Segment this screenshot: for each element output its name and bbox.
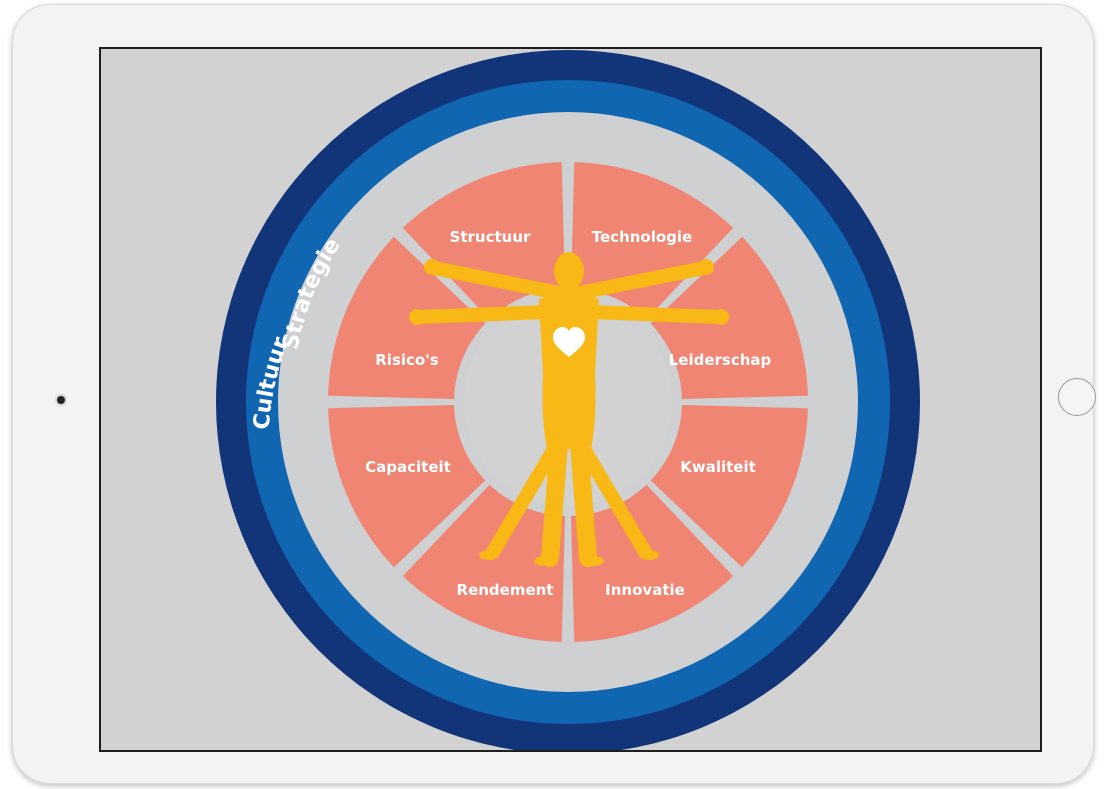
segment-label-kwaliteit: Kwaliteit (680, 458, 756, 476)
segment-label-structuur: Structuur (450, 228, 531, 246)
segment-label-leiderschap: Leiderschap (669, 351, 772, 369)
segment-label-technologie: Technologie (592, 228, 692, 246)
segment-rendement (328, 404, 486, 568)
segment-label-capaciteit: Capaciteit (365, 458, 451, 476)
segment-label-risicos: Risico's (375, 351, 439, 369)
vitruvian-man-icon (409, 252, 729, 567)
segment-innovatie (402, 484, 566, 642)
home-button[interactable] (1058, 378, 1096, 416)
segment-label-rendement: Rendement (457, 581, 554, 599)
organization-diagram: Cultuur Strategie Structuur Technologie … (216, 50, 920, 750)
heart-icon (553, 327, 585, 357)
segments-group (328, 162, 808, 642)
segment-leiderschap (650, 404, 808, 568)
segment-kwaliteit (570, 484, 734, 642)
segment-technologie (650, 236, 808, 400)
segment-label-innovatie: Innovatie (605, 581, 685, 599)
tablet-frame: Cultuur Strategie Structuur Technologie … (12, 4, 1096, 784)
camera-icon (57, 396, 65, 404)
screen: Cultuur Strategie Structuur Technologie … (99, 47, 1042, 752)
segment-capaciteit (328, 236, 486, 400)
